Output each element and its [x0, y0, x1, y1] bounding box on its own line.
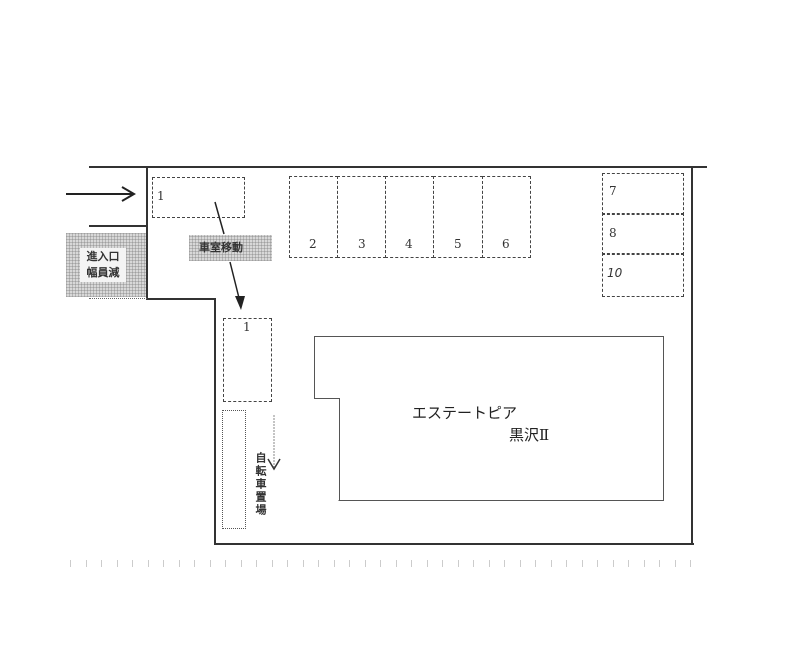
entrance-narrowing-label: 進入口 幅員減 [80, 248, 126, 282]
parking-space-10 [602, 253, 684, 297]
parking-space-6 [482, 176, 531, 258]
space-number-7: 7 [609, 184, 617, 198]
parking-space-1-new-number: 1 [243, 320, 251, 334]
space-number-4: 4 [405, 237, 413, 251]
relocation-label-bg [189, 235, 272, 261]
boundary-top [147, 166, 707, 168]
boundary-step [146, 298, 216, 300]
entrance-arrow-icon [66, 186, 136, 202]
space-number-2: 2 [309, 237, 317, 251]
parking-space-1-old-number: 1 [157, 189, 165, 203]
bicycle-parking-area [222, 410, 246, 529]
entrance-road-top [89, 166, 149, 168]
boundary-left-lower [214, 298, 216, 545]
boundary-bottom [214, 543, 694, 545]
bicycle-direction-arrow-icon [267, 415, 281, 471]
parking-space-1-new [223, 318, 272, 402]
bicycle-parking-label: 自転車置場 [254, 452, 267, 517]
entrance-dotted-edge [89, 298, 147, 299]
parking-space-1-old [152, 177, 245, 218]
parking-space-7 [602, 173, 684, 215]
parking-space-8 [602, 213, 684, 255]
space-number-5: 5 [454, 237, 462, 251]
building-notch-bottom [314, 398, 340, 400]
building-name-line2: 黒沢Ⅱ [509, 426, 550, 444]
relocation-label: 車室移動 [199, 241, 243, 254]
building-notch-side [339, 398, 341, 501]
boundary-right [691, 166, 693, 545]
space-number-8: 8 [609, 226, 617, 240]
entrance-narrowing-area [66, 233, 146, 297]
boundary-left-upper [146, 166, 148, 299]
space-number-3: 3 [358, 237, 366, 251]
relocation-arrow-icon [214, 201, 245, 310]
entrance-road-bottom [89, 225, 147, 227]
entrance-label-line1: 進入口 [86, 250, 120, 263]
entrance-label-line2: 幅員減 [86, 266, 120, 279]
building-name-line1: エステートピア [412, 404, 518, 422]
space-number-6: 6 [502, 237, 510, 251]
space-number-10: 10 [607, 266, 623, 280]
